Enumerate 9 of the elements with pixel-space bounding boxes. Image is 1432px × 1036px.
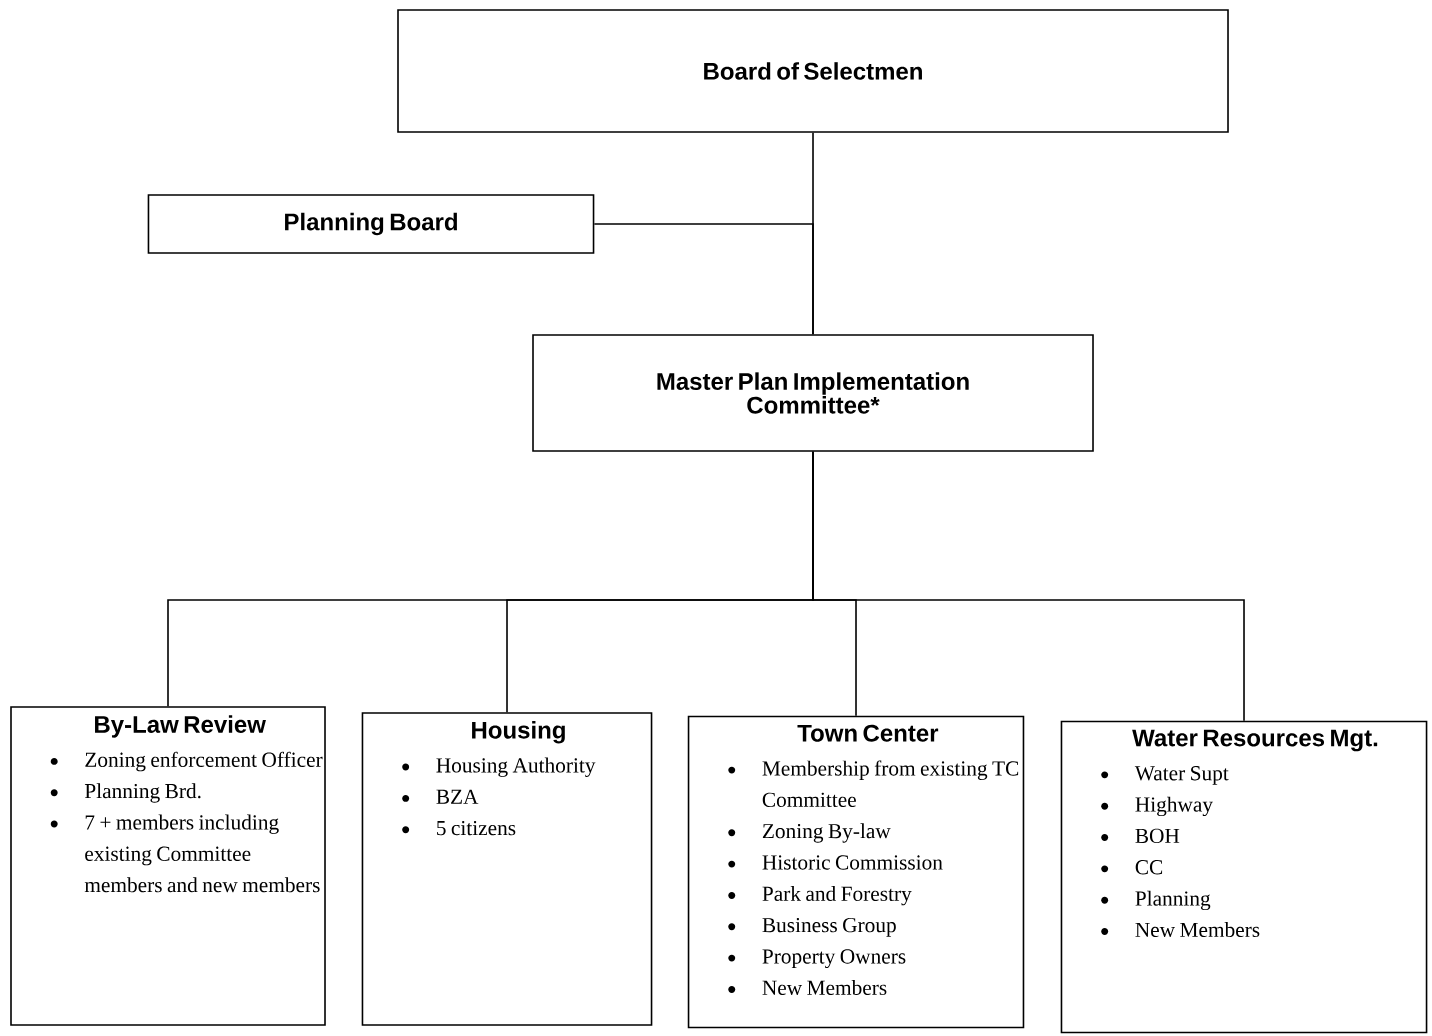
group-box: Housing Housing Authority BZA 5 citizens [361,712,653,1026]
group-box: Town Center Membership from existing TC Committee Zoning By-law Historic Commission Park and Forestry Business Group Property Owners New Members [687,715,1025,1029]
connector-line [812,451,1245,722]
group-box: By-Law Review Zoning enforcement Officer Planning Brd. 7 + members including existing Committee members and new members [10,706,326,1026]
group-box: Water Resources Mgt. Water Supt Highway BOH CC Planning New Members [1060,720,1428,1034]
committee-box: Master Plan Implementation Committee* [532,334,1094,452]
title-box: Board of Selectmen [397,9,1229,133]
committee-box: Planning Board [147,194,595,254]
connector-line [593,223,814,335]
